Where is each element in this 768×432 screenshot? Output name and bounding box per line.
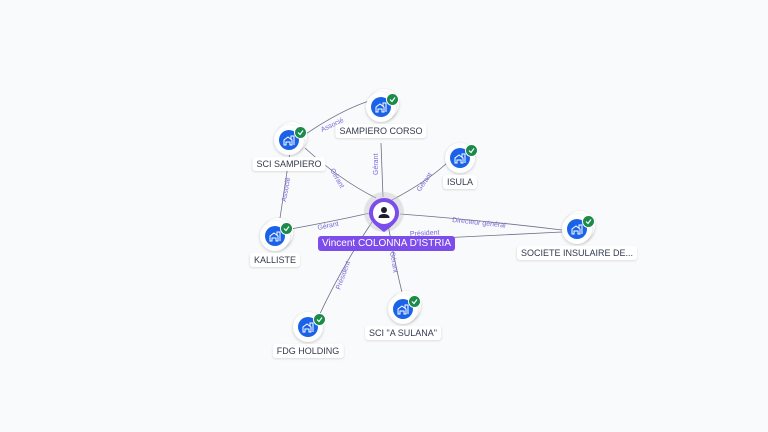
verified-icon <box>280 222 293 235</box>
node-label: SCI "A SULANA" <box>365 326 441 340</box>
edge-label: Gérant <box>388 251 399 273</box>
verified-icon <box>294 126 307 139</box>
node-label: SOCIETE INSULAIRE DE... <box>516 246 638 260</box>
edge-label: Associé <box>281 177 292 202</box>
node-label: FDG HOLDING <box>272 344 344 358</box>
edge-center-sci-sampiero <box>304 147 377 199</box>
center-label[interactable]: Vincent COLONNA D'ISTRIA <box>318 236 455 251</box>
edge-center-isula <box>391 159 451 201</box>
edge-center-sampiero-corso <box>380 142 384 198</box>
edge-label: Gérant <box>373 154 380 175</box>
edge-label: Gérant <box>317 221 339 232</box>
verified-icon <box>582 215 595 228</box>
node-label: SCI SAMPIERO <box>252 157 326 171</box>
center-node[interactable] <box>368 197 400 238</box>
edge-label: Gérant <box>416 172 434 194</box>
edge-label: Président <box>335 260 352 290</box>
node-label: KALLISTE <box>249 253 301 267</box>
edge-label: Directeur général <box>452 217 507 230</box>
edge-center-fdg <box>317 221 373 319</box>
verified-icon <box>465 144 478 157</box>
verified-icon <box>386 93 399 106</box>
node-label: ISULA <box>442 175 478 189</box>
edge-label: Président <box>410 229 440 238</box>
person-icon <box>378 207 390 218</box>
edge-center-societe-dg <box>399 213 563 231</box>
verified-icon <box>313 313 326 326</box>
edge-sampiero-sci <box>299 99 373 139</box>
verified-icon <box>408 295 421 308</box>
node-label: SAMPIERO CORSO <box>335 124 427 138</box>
edge-center-kalliste <box>284 212 371 231</box>
